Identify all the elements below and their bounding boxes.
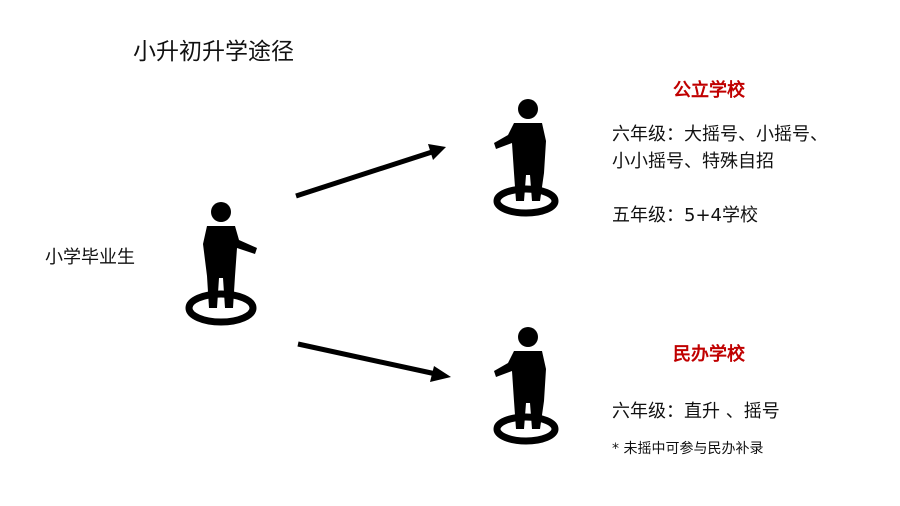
- graduate-label: 小学毕业生: [45, 247, 135, 268]
- public-school-line2: 小小摇号、特殊自招: [612, 151, 774, 172]
- public-school-grade6: 六年级：大摇号、小摇号、 小小摇号、特殊自招: [612, 121, 828, 175]
- graduate-person-icon: [185, 202, 257, 326]
- public-school-title: 公立学校: [673, 80, 745, 101]
- private-school-note: * 未摇中可参与民办补录: [612, 441, 764, 457]
- public-school-person-icon: [493, 99, 559, 217]
- private-school-title: 民办学校: [673, 344, 745, 365]
- arrow-to-private: [297, 341, 451, 382]
- page-title: 小升初升学途径: [133, 39, 294, 65]
- arrow-to-public: [295, 144, 446, 199]
- private-school-line1: 六年级：直升 、摇号: [612, 401, 780, 422]
- public-school-line3: 五年级：5+4学校: [612, 205, 758, 226]
- public-school-line1: 六年级：大摇号、小摇号、: [612, 124, 828, 145]
- private-school-person-icon: [493, 327, 559, 445]
